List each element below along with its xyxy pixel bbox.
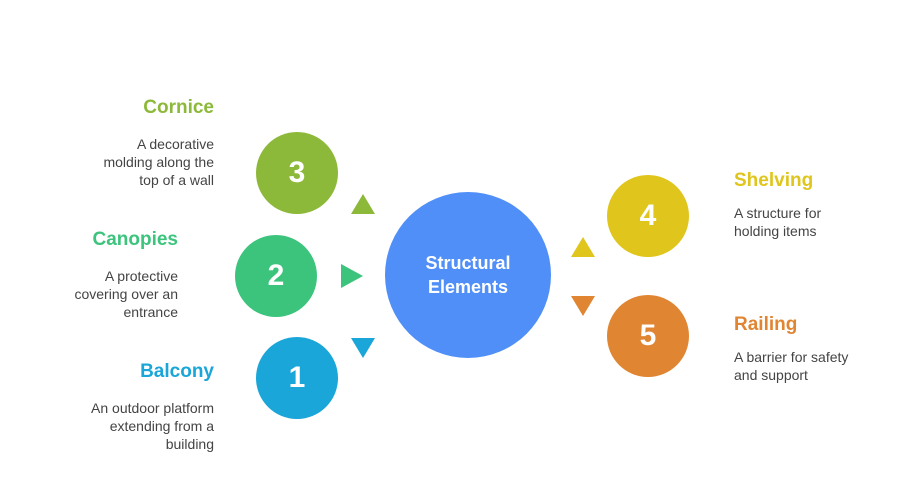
item-description-canopies: A protective covering over an entrance (74, 267, 178, 321)
desc-line: A decorative (136, 136, 214, 152)
item-description-railing: A barrier for safety and support (734, 348, 848, 384)
item-title-balcony: Balcony (140, 361, 214, 382)
desc-line: holding items (734, 223, 817, 239)
desc-line: covering over an (74, 286, 178, 302)
desc-line: extending from a (109, 418, 214, 434)
center-label-line-1: Structural (425, 253, 511, 273)
number-circle-4: 4 (607, 175, 689, 257)
arrow-triangle-down-icon (351, 338, 375, 358)
number-circle-3: 3 (256, 132, 338, 214)
arrow-triangle-right-icon (341, 264, 363, 288)
item-description-cornice: A decorative molding along the top of a … (103, 135, 214, 189)
item-description-shelving: A structure for holding items (734, 204, 821, 240)
item-title-canopies: Canopies (92, 229, 178, 250)
desc-line: and support (734, 367, 808, 383)
desc-line: A barrier for safety (734, 349, 849, 365)
desc-line: molding along the (103, 154, 214, 170)
arrow-triangle-up-icon (351, 194, 375, 214)
center-node-label: Structural Elements (425, 251, 510, 299)
center-node-structural-elements: Structural Elements (385, 192, 551, 358)
arrow-triangle-down-icon (571, 296, 595, 316)
item-title-shelving: Shelving (734, 170, 814, 191)
desc-line: An outdoor platform (91, 400, 214, 416)
desc-line: A protective (104, 268, 178, 284)
number-circle-1: 1 (256, 337, 338, 419)
center-label-line-2: Elements (427, 277, 509, 297)
item-title-railing: Railing (734, 314, 798, 335)
arrow-triangle-up-icon (571, 237, 595, 257)
desc-line: top of a wall (139, 172, 214, 188)
desc-line: building (165, 436, 214, 452)
item-title-cornice: Cornice (143, 97, 214, 118)
number-circle-5: 5 (607, 295, 689, 377)
item-description-balcony: An outdoor platform extending from a bui… (91, 399, 214, 453)
desc-line: A structure for (734, 205, 822, 221)
number-circle-2: 2 (235, 235, 317, 317)
desc-line: entrance (123, 304, 178, 320)
